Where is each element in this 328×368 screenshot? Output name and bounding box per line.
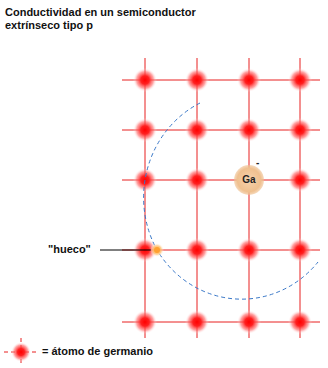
lattice-bonds — [122, 58, 320, 338]
charge-sign: - — [256, 158, 259, 168]
hole-core — [154, 247, 160, 253]
legend-text: = átomo de germanio — [42, 345, 153, 358]
hole-path — [144, 103, 318, 299]
germanium-atoms — [133, 68, 312, 334]
leader-line — [100, 250, 151, 251]
hole-dot — [150, 243, 164, 257]
title: Conductividad en un semiconductor extrín… — [5, 6, 210, 32]
legend-atom-symbol — [4, 338, 38, 366]
callout-label: "hueco" — [48, 243, 91, 256]
gallium-atom: Ga- — [234, 165, 264, 195]
atom-symbol: Ga — [234, 174, 264, 186]
